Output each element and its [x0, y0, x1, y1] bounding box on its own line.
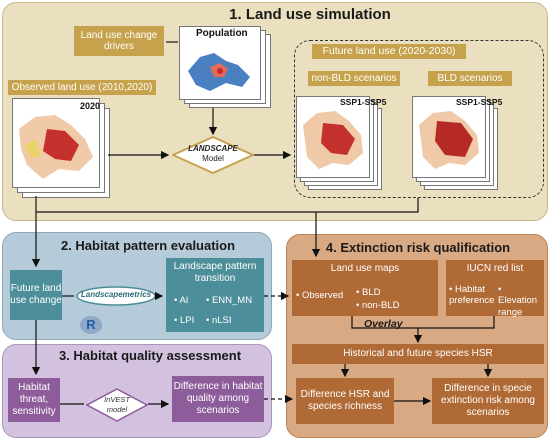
- metric-enn-mn: • ENN_MN: [206, 295, 253, 306]
- invest-label: InVEST: [104, 395, 130, 404]
- maps-non-bld: • non-BLD: [356, 300, 400, 311]
- observed-map-year: 2020: [80, 101, 101, 111]
- ssp-left-label: SSP1-SSP5: [340, 97, 387, 107]
- iucn-label: IUCN red list: [466, 263, 524, 274]
- bld-box: BLD scenarios: [428, 71, 512, 86]
- ssp-right-label: SSP1-SSP5: [456, 97, 503, 107]
- drivers-box: Land use change drivers: [74, 26, 164, 56]
- observed-box: Observed land use (2010,2020): [8, 80, 156, 95]
- section-4-title: 4. Extinction risk qualification: [325, 240, 511, 255]
- invest-diamond: [86, 388, 148, 422]
- transition-box: Landscape pattern transition • AI • ENN_…: [166, 258, 264, 332]
- observed-map: [19, 115, 93, 179]
- observed-card: [12, 98, 100, 188]
- population-label: Population: [196, 28, 248, 39]
- non-bld-map: [303, 111, 363, 169]
- land-use-maps-box: Land use maps • Observed • BLD • non-BLD: [292, 260, 438, 316]
- landscape-model-diamond: [172, 136, 254, 174]
- section-1-title: 1. Land use simulation: [229, 6, 391, 23]
- hsr-box: Historical and future species HSR: [292, 344, 544, 364]
- bld-card: [412, 96, 486, 178]
- threat-box: Habitat threat, sensitivity: [8, 378, 60, 422]
- section-3-title: 3. Habitat quality assessment: [58, 348, 242, 363]
- transition-label: Landscape pattern transition: [173, 261, 257, 284]
- r-logo-icon: R: [80, 316, 102, 334]
- future-land-use-group: [294, 40, 544, 198]
- population-map: [188, 53, 250, 91]
- future-change-box: Future land use change: [10, 270, 62, 320]
- landscapemetrics-label: Landscapemetrics: [80, 290, 152, 299]
- habitat-pref-label: • Habitat preference: [449, 284, 495, 307]
- non-bld-card: [296, 96, 370, 178]
- population-card: [179, 26, 261, 100]
- model-label: Model: [202, 154, 224, 163]
- diff-hsr-box: Difference HSR and species richness: [296, 378, 394, 424]
- metric-ai: • AI: [174, 295, 189, 306]
- metric-nlsi: • nLSI: [206, 315, 232, 326]
- diff-extinction-box: Difference in specie extinction risk amo…: [432, 378, 544, 424]
- habitat-quality-diff-box: Difference in habitat quality among scen…: [172, 376, 264, 422]
- land-use-maps-label: Land use maps: [330, 263, 400, 274]
- future-land-use-box: Future land use (2020-2030): [312, 44, 466, 59]
- overlay-label: Overlay: [364, 318, 403, 330]
- metric-lpi: • LPI: [174, 315, 195, 326]
- section-2-title: 2. Habitat pattern evaluation: [60, 238, 236, 253]
- invest-model-label: model: [106, 405, 128, 414]
- iucn-box: IUCN red list • Habitat preference • Ele…: [446, 260, 544, 318]
- non-bld-box: non-BLD scenarios: [308, 71, 400, 86]
- landscape-label: LANDSCAPE: [188, 144, 238, 153]
- maps-observed: • Observed: [296, 290, 344, 301]
- elevation-label: • Elevation range: [498, 284, 538, 318]
- bld-map: [419, 111, 479, 169]
- maps-bld: • BLD: [356, 287, 381, 298]
